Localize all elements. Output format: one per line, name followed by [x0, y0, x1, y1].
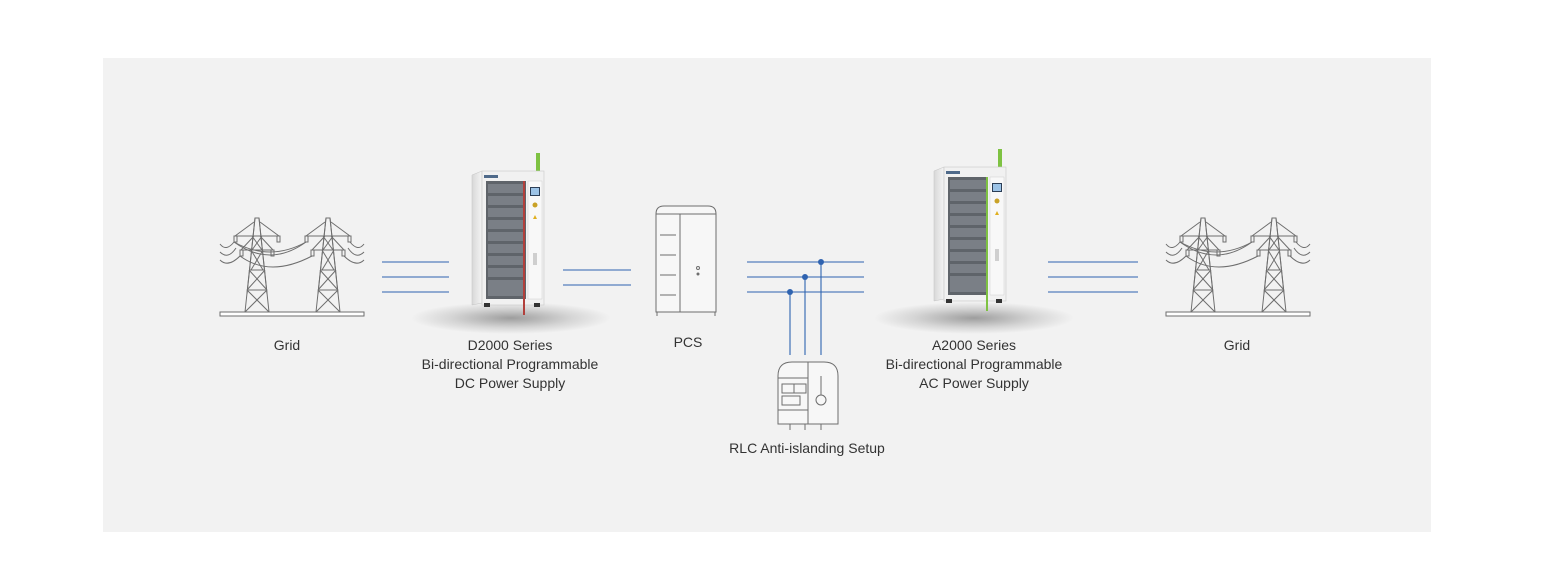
- grid-right-text: Grid: [1223, 337, 1251, 353]
- dc-supply-label: D2000 Series Bi-directional Programmable…: [398, 336, 622, 393]
- dc-supply-series: D2000 Series: [467, 337, 553, 353]
- dc-cabinet-icon: [471, 152, 545, 308]
- pcs-cabinet-icon: [655, 205, 717, 316]
- ac-supply-shadow: [874, 302, 1074, 334]
- dc-supply-name: DC Power Supply: [454, 375, 566, 391]
- pcs-label: PCS: [638, 333, 738, 352]
- ac-accent-stripe: [986, 177, 988, 311]
- junction-dot-3: [818, 259, 824, 265]
- dc-supply-shadow: [411, 302, 611, 334]
- ac-supply-series: A2000 Series: [931, 337, 1017, 353]
- rlc-load-icon: [777, 361, 839, 430]
- ac-supply-type: Bi-directional Programmable: [885, 356, 1063, 372]
- rlc-text: RLC Anti-islanding Setup: [729, 440, 885, 456]
- ac-supply-label: A2000 Series Bi-directional Programmable…: [862, 336, 1086, 393]
- grid-left-label: Grid: [237, 336, 337, 355]
- ac-cabinet-icon: [933, 148, 1007, 304]
- dc-accent-stripe: [523, 181, 525, 315]
- junction-dot-2: [802, 274, 808, 280]
- transmission-tower-icon: [219, 217, 365, 317]
- transmission-tower-icon: [1165, 217, 1311, 317]
- rlc-label: RLC Anti-islanding Setup: [697, 439, 917, 458]
- junction-dot-1: [787, 289, 793, 295]
- ac-supply-name: AC Power Supply: [919, 375, 1029, 391]
- dc-supply-type: Bi-directional Programmable: [421, 356, 599, 372]
- grid-left-text: Grid: [273, 337, 301, 353]
- grid-right-label: Grid: [1187, 336, 1287, 355]
- pcs-text: PCS: [673, 334, 703, 350]
- diagram-panel: [103, 58, 1431, 532]
